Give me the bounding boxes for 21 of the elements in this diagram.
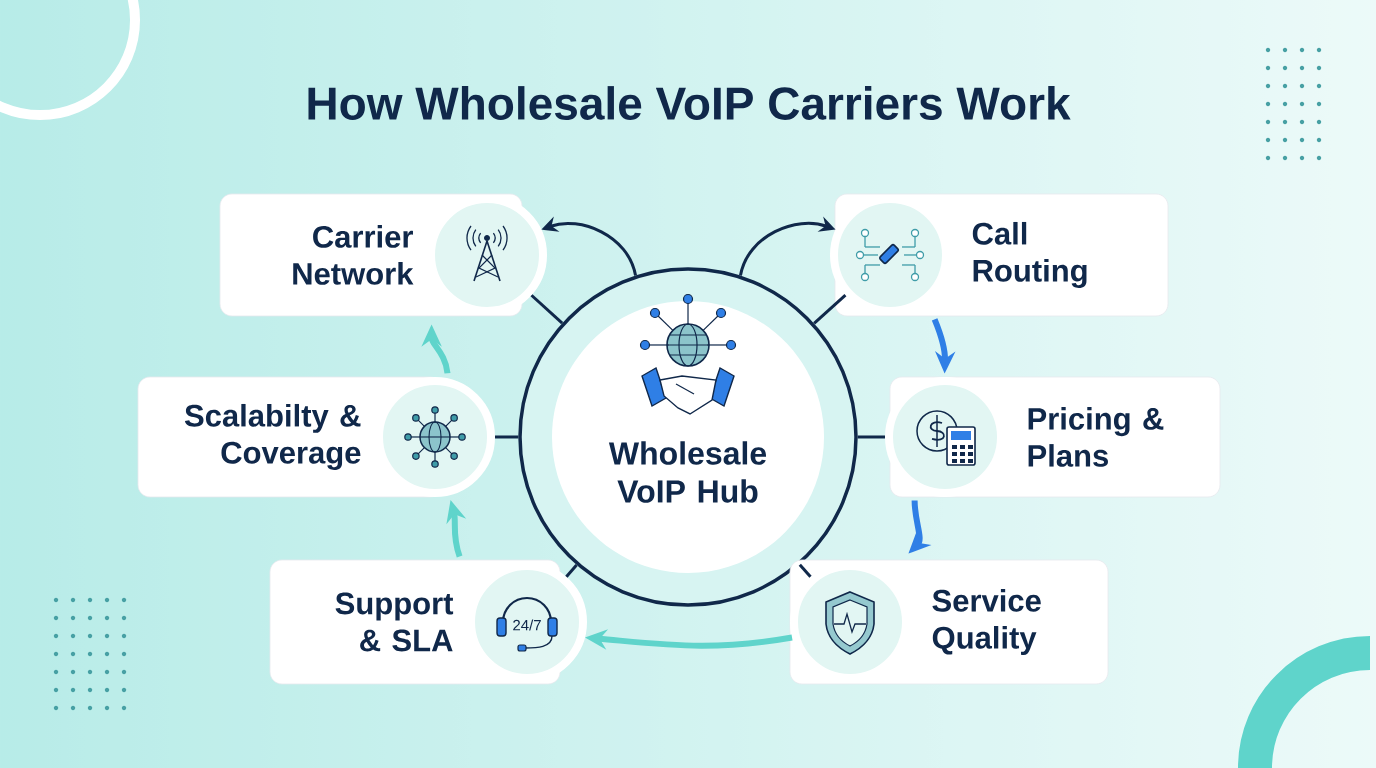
- card: [219, 193, 547, 317]
- hub-label: Wholesale VoIP Hub: [608, 441, 767, 503]
- card-label: Support & SLA: [335, 592, 454, 652]
- card-label: Scalabilty & Coverage: [184, 403, 361, 470]
- card-label: Pricing & Plans: [1028, 407, 1164, 467]
- connector-line: [495, 435, 519, 439]
- headset-label: 24/7: [513, 619, 541, 631]
- card: [830, 193, 1169, 317]
- card: [269, 559, 587, 685]
- card: [885, 376, 1221, 498]
- connector-line: [530, 294, 564, 325]
- card-label: Service Quality: [932, 589, 1041, 655]
- connector-line: [798, 563, 812, 578]
- connector-line: [813, 294, 847, 325]
- card: [789, 559, 1109, 685]
- connector-line: [565, 564, 578, 578]
- card: [137, 376, 495, 498]
- connector-line: [857, 435, 885, 439]
- title: How Wholesale VoIP Carriers Work: [308, 86, 1071, 120]
- card-label: Carrier Network: [293, 225, 414, 285]
- card-label: Call Routing: [972, 221, 1087, 288]
